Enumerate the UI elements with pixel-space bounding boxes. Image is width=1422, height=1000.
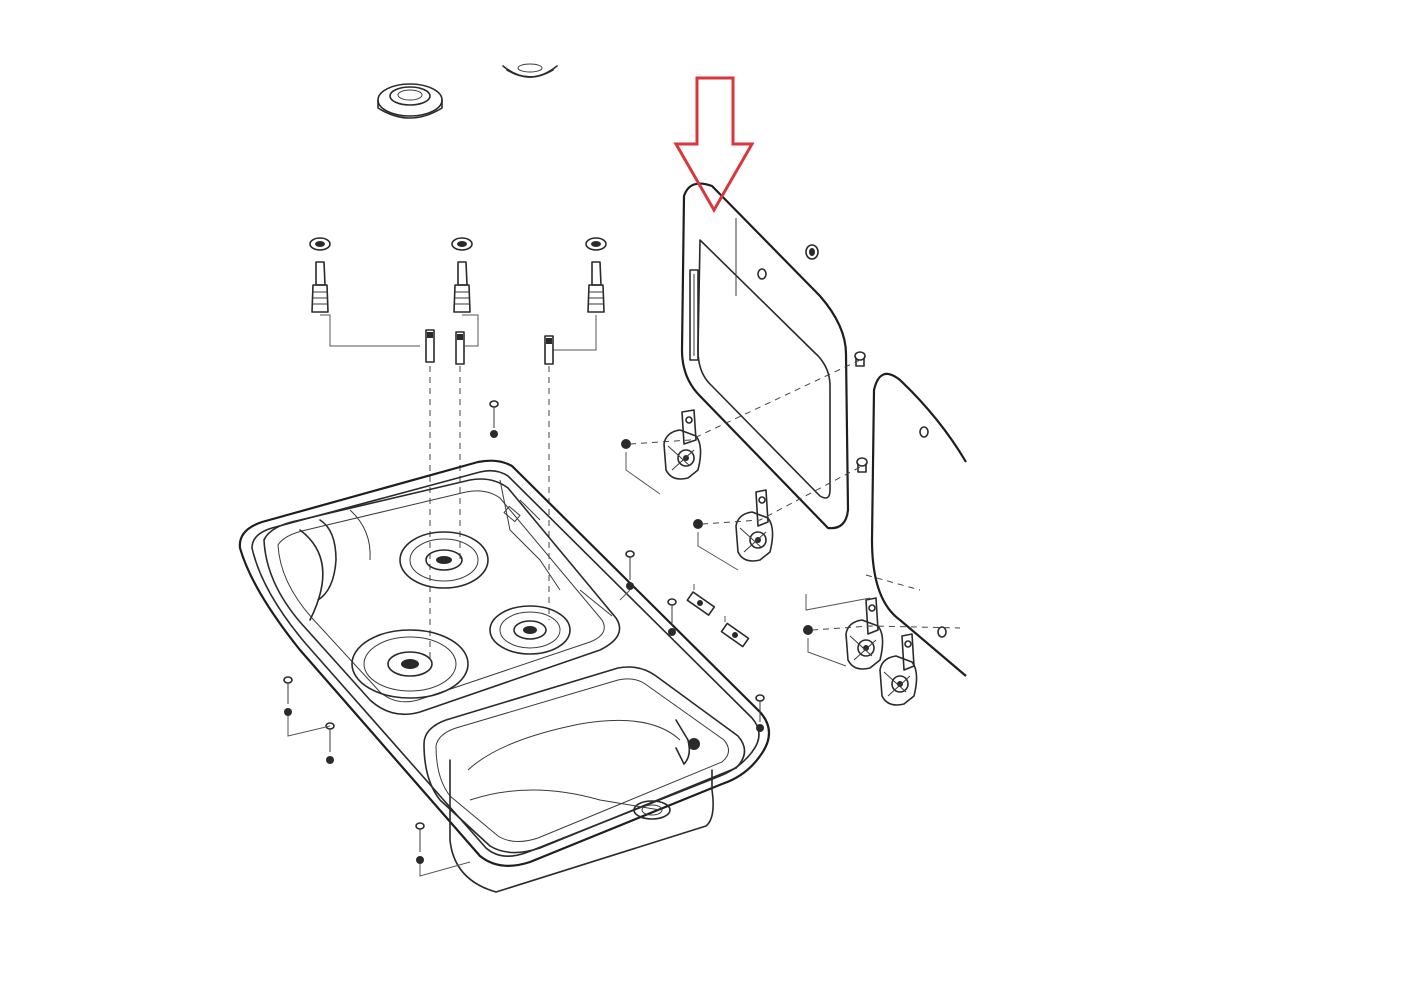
burner-cap-right xyxy=(502,63,558,78)
gas-valve-spindle-1 xyxy=(309,237,420,347)
retaining-clips xyxy=(686,584,750,648)
lid-pins xyxy=(854,351,868,473)
gas-valve-spindle-2 xyxy=(451,237,479,347)
glass-lid-hob xyxy=(680,182,850,530)
callout-arrow xyxy=(673,76,755,214)
sink-basin xyxy=(423,666,746,893)
burner-right xyxy=(489,605,571,655)
injector-parts xyxy=(425,329,554,365)
burner-cap-left xyxy=(377,83,443,119)
fixing-screws xyxy=(283,550,765,877)
hob-sink-combination-unit xyxy=(238,459,771,893)
glass-lid-sink xyxy=(870,372,967,677)
screw-top xyxy=(489,400,499,438)
burner-large xyxy=(351,629,469,699)
burner-top xyxy=(399,531,489,589)
hinge-4 xyxy=(879,633,918,706)
hinge-2 xyxy=(693,489,774,562)
hinge-3 xyxy=(803,597,884,670)
gas-valve-spindle-3 xyxy=(553,237,607,351)
hinge-1 xyxy=(621,409,702,480)
